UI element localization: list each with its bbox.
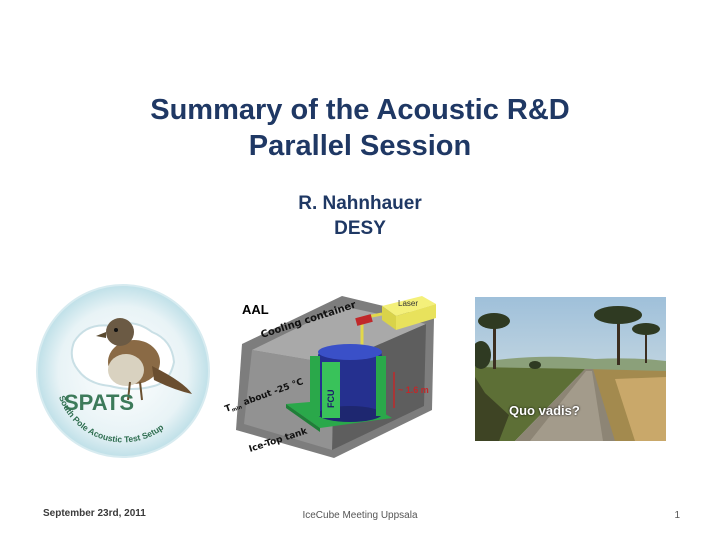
photo-caption: Quo vadis? — [509, 403, 580, 418]
footer-event: IceCube Meeting Uppsala — [302, 510, 418, 521]
roman-road-photo: Quo vadis? — [475, 297, 666, 441]
road-image — [475, 297, 666, 441]
title-line-1: Summary of the Acoustic R&D — [150, 94, 570, 126]
page-number: 1 — [674, 510, 680, 521]
size-label: ~ 1.6 m — [398, 385, 429, 395]
aal-label: AAL — [242, 302, 269, 317]
author-block: R. Nahnhauer DESY — [0, 191, 720, 241]
spats-logo: SPATS South Pole Acoustic Test Setup — [36, 284, 210, 458]
fcu-label: FCU — [326, 390, 336, 409]
logo-main-text: SPATS — [64, 390, 134, 415]
sparrow-icon — [96, 318, 192, 401]
cooling-container-diagram: Laser FCU ~ 1.6 m Cooling container Tmin… — [224, 296, 436, 458]
laser-label: Laser — [398, 299, 418, 308]
footer-date: September 23rd, 2011 — [43, 508, 146, 519]
title-line-2: Parallel Session — [248, 130, 472, 162]
author-name: R. Nahnhauer — [298, 193, 422, 214]
slide-title: Summary of the Acoustic R&D Parallel Ses… — [0, 92, 720, 164]
author-affiliation: DESY — [334, 218, 386, 239]
